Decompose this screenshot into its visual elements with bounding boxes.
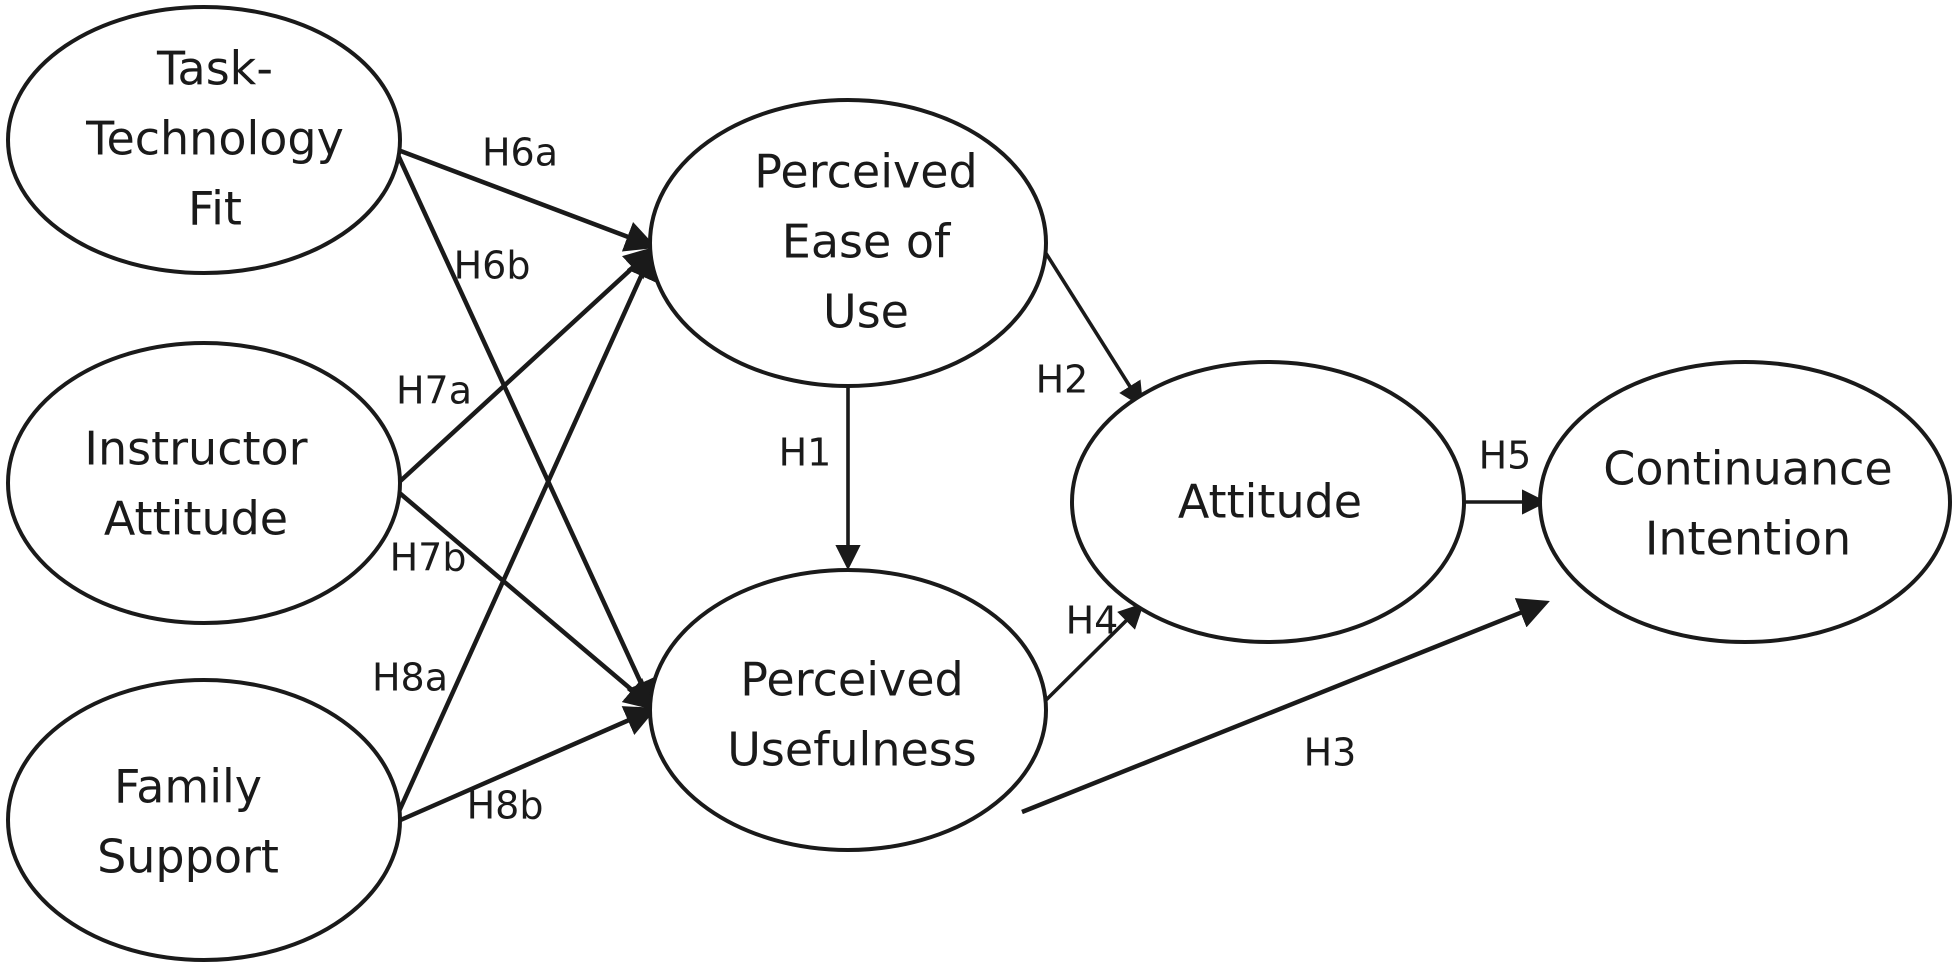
edge-h6b: H6b bbox=[395, 154, 656, 712]
edge-h8b: H8b bbox=[395, 706, 657, 828]
node-perceived-usefulness[interactable]: Perceived Usefulness bbox=[648, 568, 1048, 852]
edge-label-h7b: H7b bbox=[390, 536, 467, 580]
edge-label-h1: H1 bbox=[779, 431, 832, 475]
node-shape-attitude[interactable] bbox=[1070, 360, 1466, 644]
edges-layer: H6a H6b H7a H7b H8a H8b bbox=[372, 131, 1550, 828]
node-perceived-ease-of-use[interactable]: Perceived Ease of Use bbox=[648, 98, 1048, 388]
edge-label-h7a: H7a bbox=[396, 369, 472, 413]
node-label-line: Family bbox=[114, 760, 262, 814]
edge-line-h2 bbox=[1040, 246, 1144, 408]
node-attitude[interactable]: Attitude bbox=[1070, 360, 1466, 644]
edge-h5: H5 bbox=[1464, 434, 1548, 515]
edge-label-h5: H5 bbox=[1479, 434, 1532, 478]
edge-h7b: H7b bbox=[390, 488, 657, 711]
edge-label-h4: H4 bbox=[1066, 599, 1119, 643]
node-shape-instructor-attitude[interactable] bbox=[6, 341, 402, 625]
edge-h6a: H6a bbox=[397, 131, 657, 252]
node-label-line: Technology bbox=[85, 112, 344, 166]
node-task-technology-fit[interactable]: Task- Technology Fit bbox=[6, 5, 402, 275]
nodes-layer: Task- Technology Fit Instructor Attitude… bbox=[6, 5, 1952, 962]
node-label-line: Continuance bbox=[1603, 442, 1892, 496]
edge-label-h2: H2 bbox=[1036, 358, 1089, 402]
node-label-line: Support bbox=[97, 830, 279, 884]
edge-h3: H3 bbox=[1021, 598, 1550, 815]
edge-line-h7a bbox=[394, 246, 656, 487]
node-label-line: Attitude bbox=[104, 492, 288, 546]
edge-label-h6a: H6a bbox=[482, 131, 558, 175]
node-shape-perceived-ease-of-use[interactable] bbox=[648, 98, 1048, 388]
node-label-line: Ease of bbox=[782, 215, 952, 269]
node-label-line: Use bbox=[823, 285, 909, 339]
edge-label-h8a: H8a bbox=[372, 656, 448, 700]
node-shape-task-technology-fit[interactable] bbox=[6, 5, 402, 275]
node-label-line: Intention bbox=[1645, 512, 1851, 566]
edge-label-h6b: H6b bbox=[454, 244, 531, 288]
edge-line-h3 bbox=[1021, 598, 1550, 815]
edge-label-h8b: H8b bbox=[467, 784, 544, 828]
node-label-line: Fit bbox=[188, 182, 242, 236]
edge-h2: H2 bbox=[1036, 246, 1144, 408]
node-continuance-intention[interactable]: Continuance Intention bbox=[1538, 360, 1952, 644]
node-shape-family-support[interactable] bbox=[6, 678, 402, 962]
edge-line-h4 bbox=[1038, 603, 1144, 708]
edge-h8a: H8a bbox=[372, 247, 656, 819]
node-label-line: Perceived bbox=[740, 653, 963, 707]
node-label-line: Instructor bbox=[84, 422, 307, 476]
node-label-line: Usefulness bbox=[727, 723, 976, 777]
node-shape-perceived-usefulness[interactable] bbox=[648, 568, 1048, 852]
edge-h1: H1 bbox=[779, 386, 861, 571]
edge-h4: H4 bbox=[1038, 599, 1144, 708]
node-label-line: Attitude bbox=[1178, 475, 1362, 529]
node-instructor-attitude[interactable]: Instructor Attitude bbox=[6, 341, 402, 625]
edge-line-h6b bbox=[395, 154, 656, 712]
edge-line-h6a bbox=[397, 147, 657, 252]
edge-line-h8a bbox=[393, 247, 656, 819]
node-label-line: Task- bbox=[156, 42, 273, 96]
edge-line-h7b bbox=[394, 488, 657, 711]
edge-line-h8b bbox=[395, 706, 657, 825]
node-label-line: Perceived bbox=[754, 145, 977, 199]
node-shape-continuance-intention[interactable] bbox=[1538, 360, 1952, 644]
node-family-support[interactable]: Family Support bbox=[6, 678, 402, 962]
edge-label-h3: H3 bbox=[1304, 731, 1357, 775]
edge-h7a: H7a bbox=[394, 246, 656, 487]
